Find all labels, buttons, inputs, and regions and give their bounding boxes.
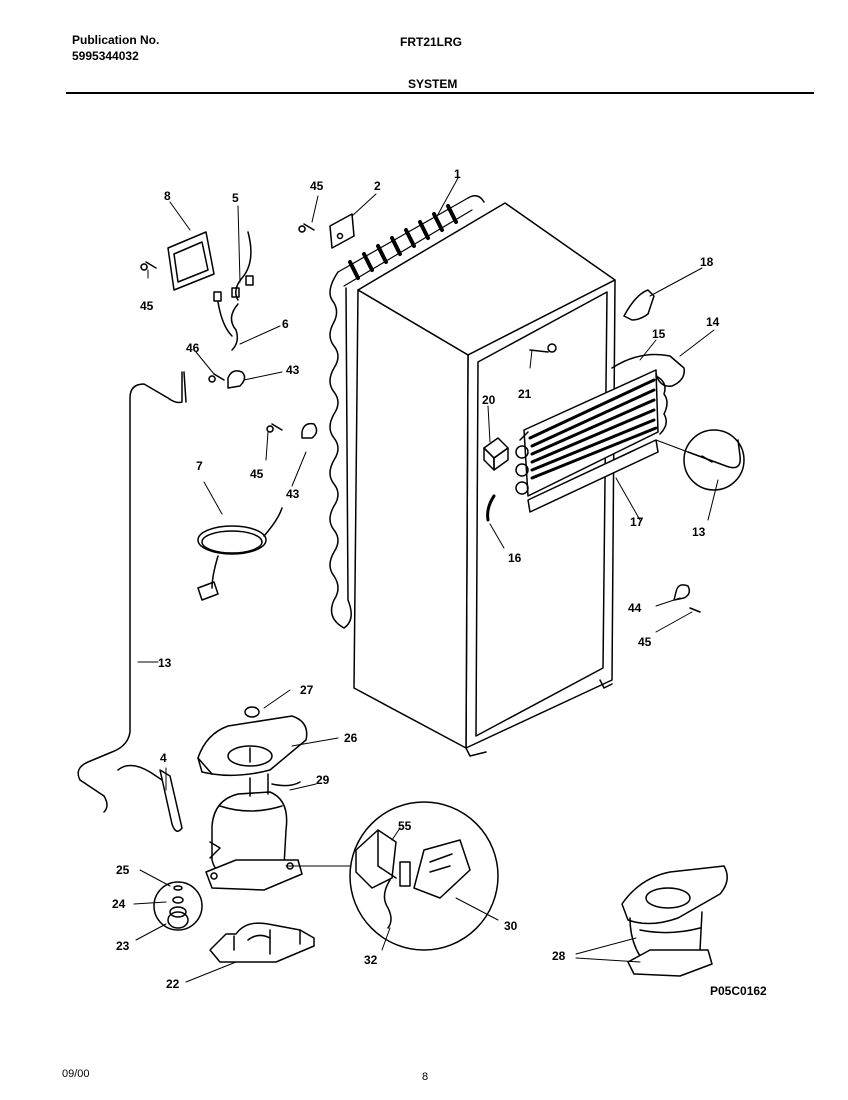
callout-32: 32 [364, 953, 378, 967]
compressor-assembly [621, 865, 728, 977]
callout-29: 29 [316, 773, 330, 787]
model-number: FRT21LRG [400, 35, 463, 49]
bracket-part-18 [623, 289, 655, 321]
callout-2: 2 [374, 179, 381, 193]
callout-1: 1 [454, 167, 461, 181]
callout-4: 4 [160, 751, 167, 765]
filter-dryer [117, 764, 183, 832]
callout-43: 43 [286, 363, 300, 377]
publication-number: 5995344032 [72, 49, 139, 63]
callout-44: 44 [628, 601, 642, 615]
callout-16: 16 [508, 551, 522, 565]
screw-icon [208, 373, 225, 383]
callout-17: 17 [630, 515, 644, 529]
power-cord [197, 507, 283, 601]
tubing-left [77, 371, 187, 813]
section-title: SYSTEM [408, 77, 458, 91]
callout-13: 13 [158, 656, 172, 670]
publication-label: Publication No. [72, 33, 160, 47]
callout-45: 45 [250, 467, 264, 481]
callout-15: 15 [652, 327, 666, 341]
grommet [244, 706, 260, 718]
callout-45: 45 [638, 635, 652, 649]
part-20-block [483, 437, 509, 471]
callout-5: 5 [232, 191, 239, 205]
part-21-fastener [529, 343, 557, 353]
evaporator-assembly [515, 353, 685, 513]
part-16-tube [486, 494, 496, 522]
callout-27: 27 [300, 683, 314, 697]
leader-lines [133, 177, 719, 983]
callout-55: 55 [398, 819, 412, 833]
screw-icon [140, 261, 157, 271]
page-number: 8 [422, 1071, 429, 1083]
callout-43: 43 [286, 487, 300, 501]
bracket-part-2 [329, 213, 355, 249]
cabinet-body [353, 202, 616, 757]
callout-46: 46 [186, 341, 200, 355]
screw-icon [298, 223, 315, 233]
condenser-coil [329, 195, 485, 629]
clip-icon [227, 370, 246, 389]
compressor [205, 773, 353, 891]
base-bracket [209, 922, 315, 963]
callout-45: 45 [310, 179, 324, 193]
callout-labels: 1 2 45 8 5 45 6 46 43 45 43 7 18 15 14 2… [112, 167, 720, 991]
figure-code: P05C0162 [710, 984, 767, 998]
footer-date: 09/00 [62, 1068, 90, 1080]
panel-part-8 [167, 231, 215, 291]
screw-icon [689, 607, 701, 613]
callout-22: 22 [166, 977, 180, 991]
callout-28: 28 [552, 949, 566, 963]
tubing-inset [655, 429, 745, 491]
callout-21: 21 [518, 387, 532, 401]
wire-harness [213, 231, 254, 351]
callout-6: 6 [282, 317, 289, 331]
screw-icon [266, 423, 283, 433]
relay-inset [349, 801, 499, 951]
callout-30: 30 [504, 919, 518, 933]
callout-14: 14 [706, 315, 720, 329]
callout-26: 26 [344, 731, 358, 745]
callout-45: 45 [140, 299, 154, 313]
callout-13: 13 [692, 525, 706, 539]
callout-18: 18 [700, 255, 714, 269]
callout-23: 23 [116, 939, 130, 953]
drain-pan [197, 715, 308, 777]
callout-25: 25 [116, 863, 130, 877]
clip-icon [673, 584, 691, 601]
clip-icon [301, 422, 318, 439]
callout-20: 20 [482, 393, 496, 407]
callout-24: 24 [112, 897, 126, 911]
header-rule [66, 92, 814, 94]
callout-7: 7 [196, 459, 203, 473]
callout-8: 8 [164, 189, 171, 203]
grommet-inset [153, 881, 203, 931]
